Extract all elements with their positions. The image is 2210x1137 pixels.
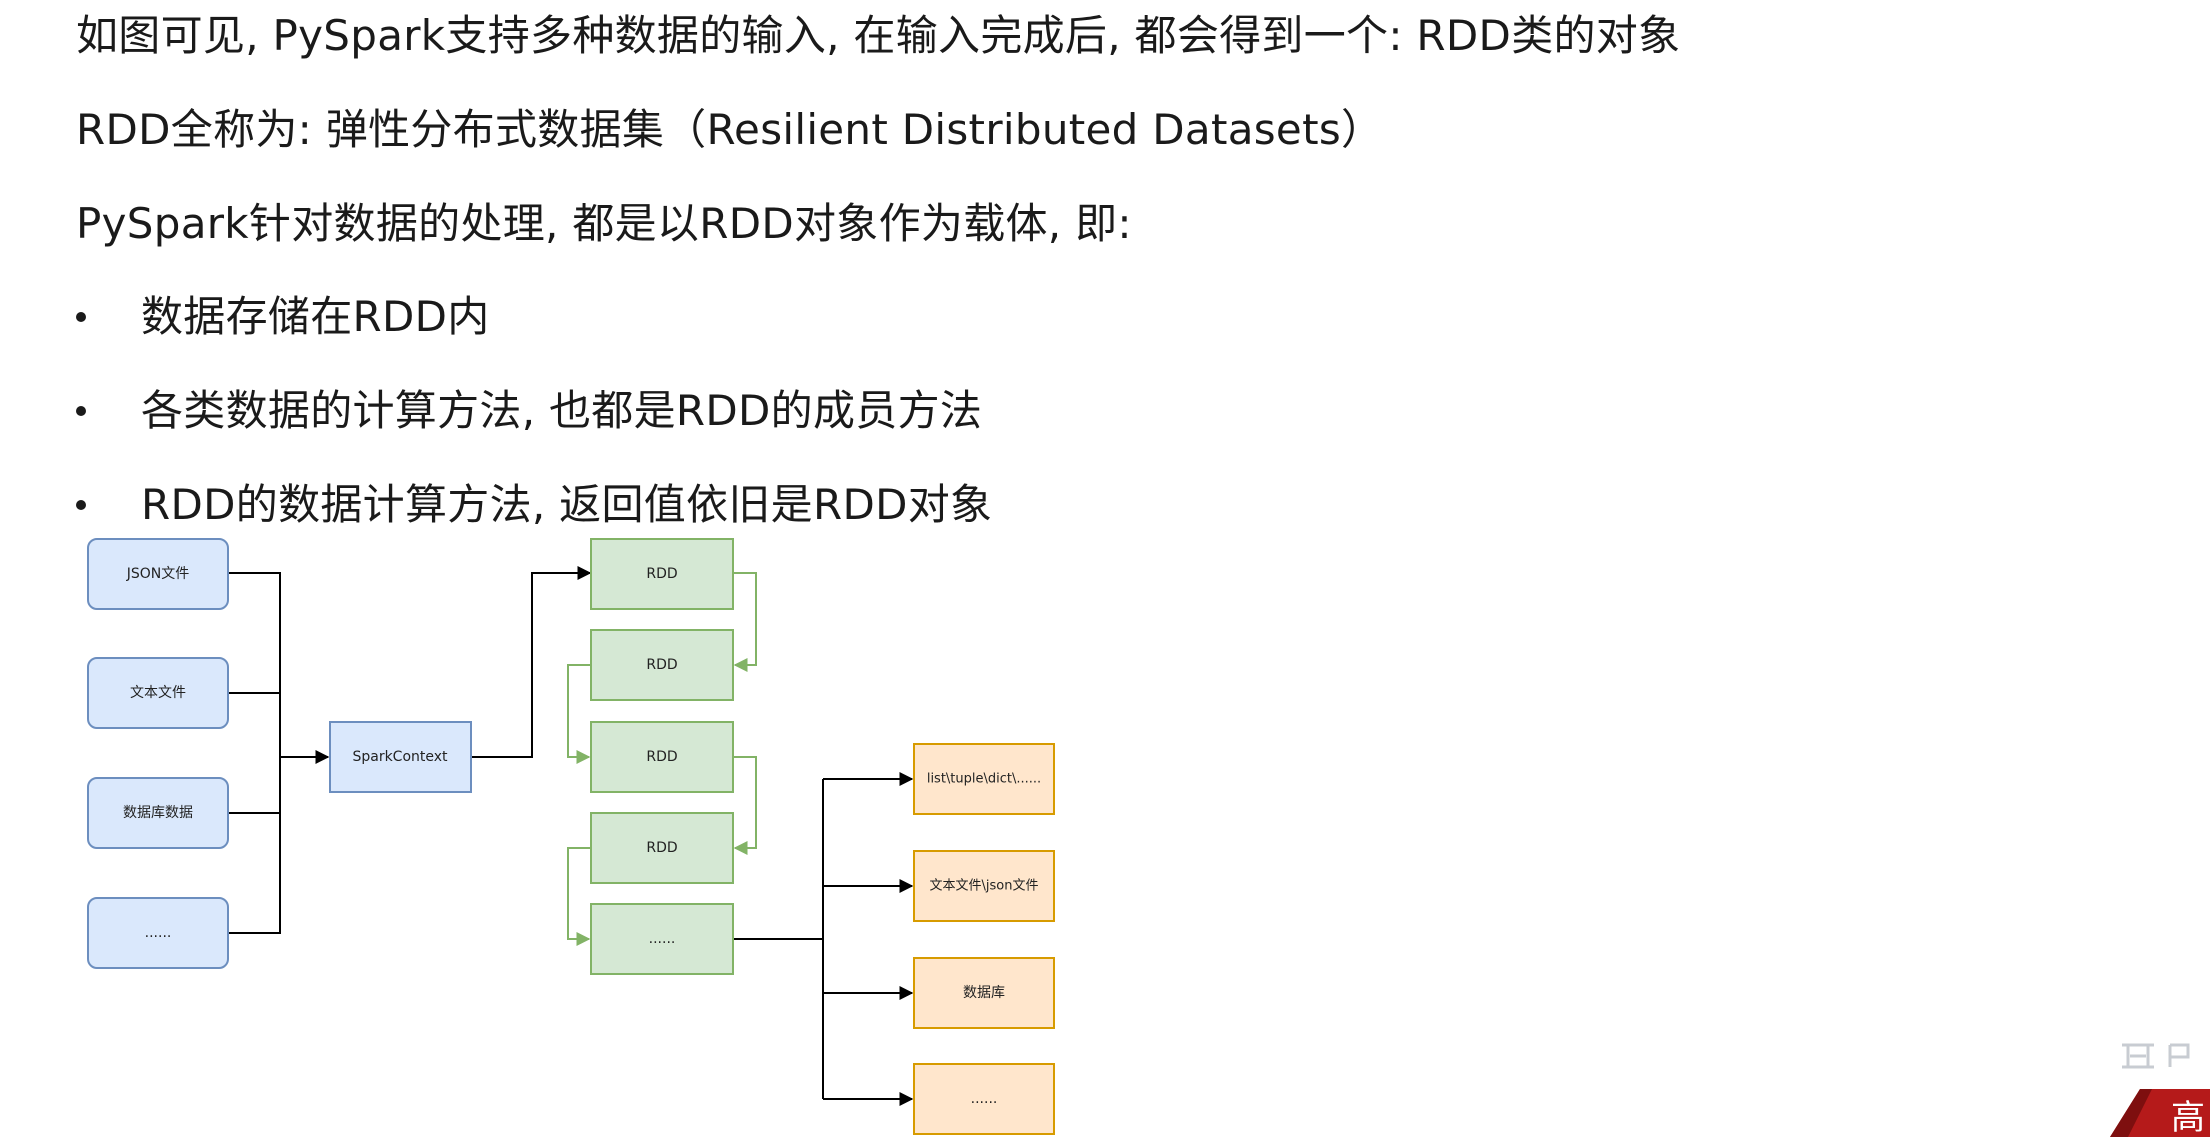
corner-text: 高 (2171, 1098, 2205, 1137)
watermark-mark (2122, 1043, 2190, 1069)
output-label: 数据库 (963, 985, 1005, 1001)
input-label: JSON文件 (126, 566, 190, 582)
input-box-3: 数据库数据 (87, 777, 229, 849)
rdd-box-1: RDD (590, 538, 734, 610)
bullet-item-1: 数据存储在RDD内 (141, 292, 490, 341)
input-box-1: JSON文件 (87, 538, 229, 610)
bullet-icon (76, 406, 86, 416)
rdd-label: RDD (646, 566, 677, 582)
sparkcontext-label: SparkContext (352, 749, 448, 765)
input-label: ...... (145, 925, 172, 941)
bullet-icon (76, 500, 86, 510)
rdd-label: ...... (649, 931, 676, 947)
input-box-4: ...... (87, 897, 229, 969)
output-label: ...... (971, 1091, 998, 1107)
rdd-box-2: RDD (590, 629, 734, 701)
output-box-1: list\tuple\dict\...... (913, 743, 1055, 815)
rdd-label: RDD (646, 657, 677, 673)
input-label: 文本文件 (130, 685, 186, 701)
input-box-2: 文本文件 (87, 657, 229, 729)
corner-logo: 高 (2110, 1037, 2210, 1137)
bullet-icon (76, 312, 86, 322)
intro-line-2: RDD全称为: 弹性分布式数据集（Resilient Distributed D… (76, 105, 1384, 154)
intro-line-1: 如图可见, PySpark支持多种数据的输入, 在输入完成后, 都会得到一个: … (76, 11, 1681, 60)
bullet-item-2: 各类数据的计算方法, 也都是RDD的成员方法 (141, 386, 983, 435)
rdd-box-4: RDD (590, 812, 734, 884)
intro-line-3: PySpark针对数据的处理, 都是以RDD对象作为载体, 即: (76, 199, 1132, 248)
input-label: 数据库数据 (123, 805, 193, 821)
output-box-2: 文本文件\json文件 (913, 850, 1055, 922)
output-label: list\tuple\dict\...... (927, 772, 1041, 787)
sparkcontext-box: SparkContext (329, 721, 472, 793)
bullet-item-3: RDD的数据计算方法, 返回值依旧是RDD对象 (141, 480, 993, 529)
rdd-label: RDD (646, 749, 677, 765)
input-connectors (228, 566, 914, 1106)
rdd-label: RDD (646, 840, 677, 856)
output-box-4: ...... (913, 1063, 1055, 1135)
rdd-box-3: RDD (590, 721, 734, 793)
output-box-3: 数据库 (913, 957, 1055, 1029)
output-label: 文本文件\json文件 (930, 879, 1039, 894)
rdd-box-5: ...... (590, 903, 734, 975)
rdd-chain-connectors (567, 572, 757, 946)
